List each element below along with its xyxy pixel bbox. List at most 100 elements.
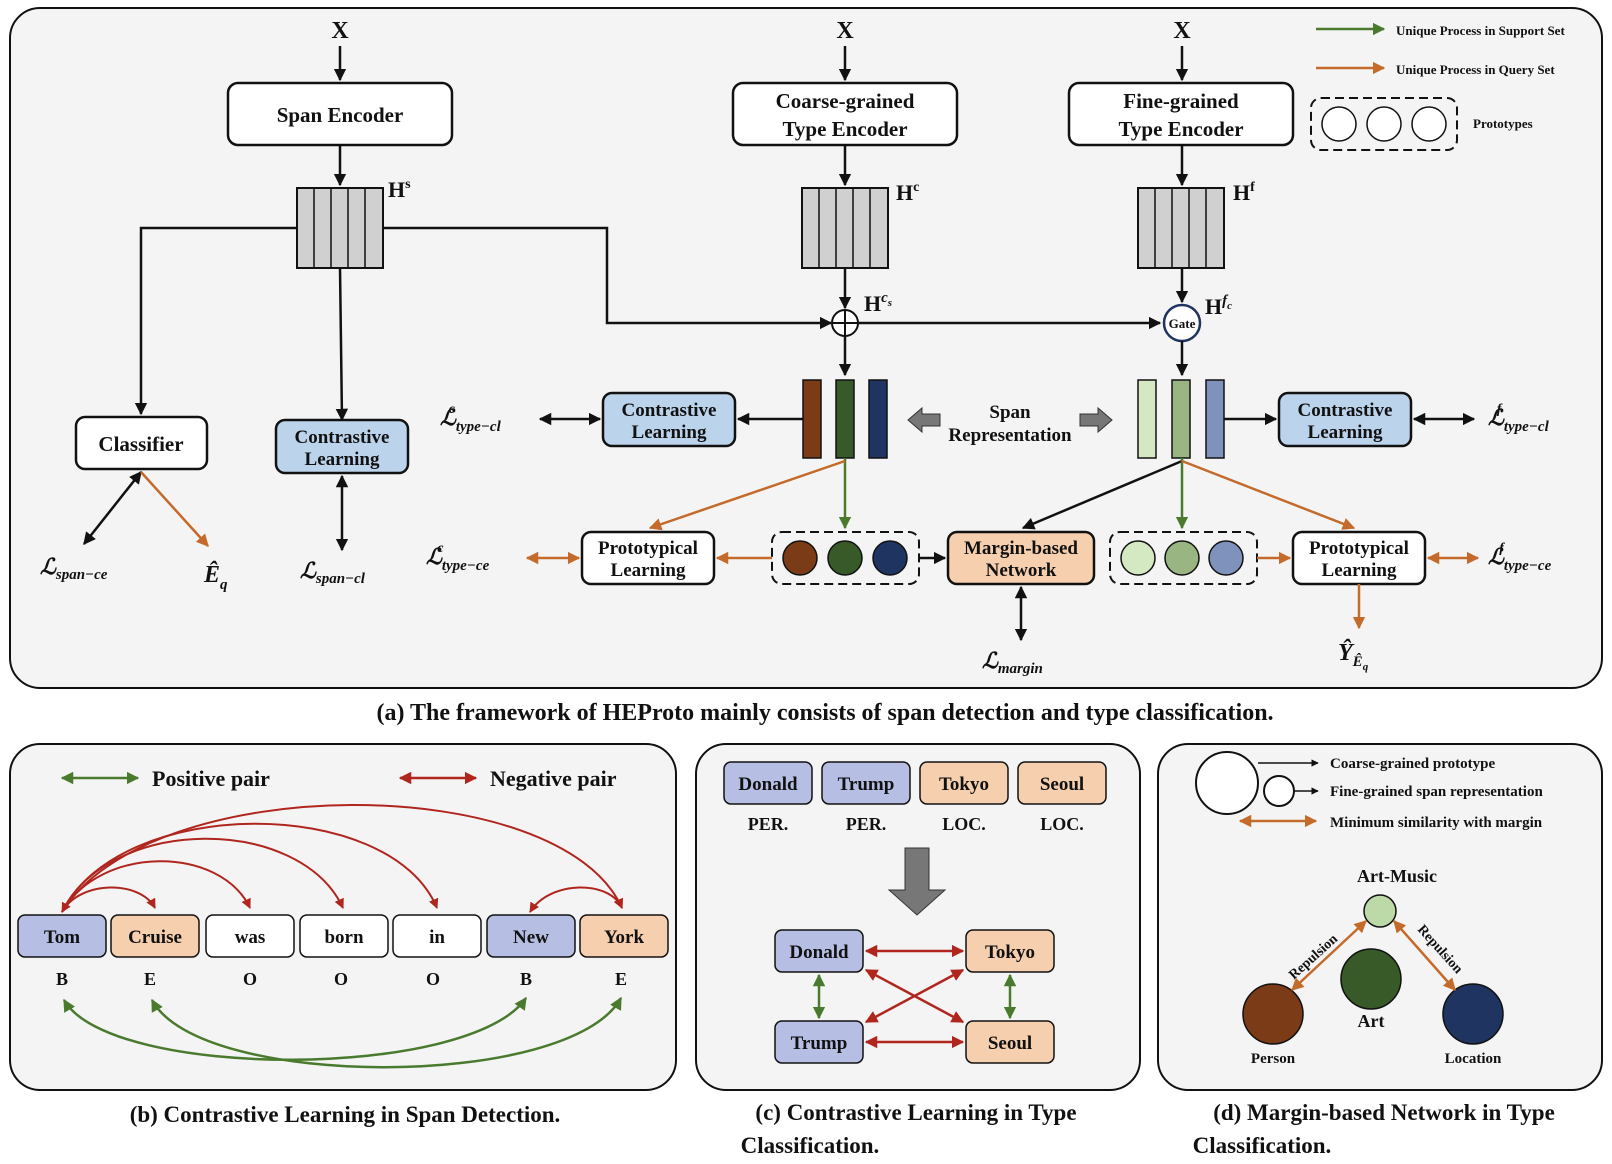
svg-text:Network: Network (986, 560, 1057, 581)
location-label: Location (1445, 1051, 1502, 1067)
svg-text:Tokyo: Tokyo (939, 774, 989, 795)
coarse-span-representation (802, 379, 888, 459)
caption-a: (a) The framework of HEProto mainly cons… (376, 700, 1273, 726)
svg-text:Learning: Learning (611, 560, 686, 581)
panel-c-frame (695, 743, 1141, 1091)
input-x-fine: X (1173, 18, 1191, 44)
coarse-type-encoder: Coarse-grained Type Encoder (731, 81, 959, 147)
token-was: was (205, 914, 295, 958)
token-cruise: Cruise (110, 914, 200, 958)
svg-text:Prototypical: Prototypical (598, 538, 698, 559)
svg-text:Learning: Learning (632, 422, 707, 443)
token-york: York (579, 914, 669, 958)
legend-prototypes: Prototypes (1473, 116, 1533, 131)
svg-text:York: York (604, 927, 645, 948)
svg-text:Fine-grained: Fine-grained (1123, 89, 1239, 113)
input-x-coarse: X (836, 18, 854, 44)
art-node (1340, 948, 1402, 1010)
coarse-prototypes (771, 531, 920, 585)
svg-text:Learning: Learning (1322, 560, 1397, 581)
positive-pair-label: Positive pair (152, 766, 270, 791)
hcs-label: Hcs (864, 290, 892, 316)
tag-row: B E O O O B E (56, 969, 627, 989)
svg-text:PER.: PER. (748, 814, 789, 834)
entity-type-row: PER. PER. LOC. LOC. (748, 814, 1084, 834)
svg-text:Contrastive: Contrastive (295, 427, 390, 448)
legend-margin: Minimum similarity with margin (1330, 815, 1543, 831)
caption-c-line2: Classification. (741, 1133, 880, 1158)
svg-text:Donald: Donald (738, 774, 798, 795)
node-donald: Donald (774, 929, 864, 973)
entity-donald: Donald (723, 761, 813, 805)
legend-fine-span: Fine-grained span representation (1330, 784, 1543, 800)
negative-pair-label: Negative pair (490, 766, 617, 791)
entity-tokyo: Tokyo (919, 761, 1009, 805)
fine-type-encoder: Fine-grained Type Encoder (1067, 81, 1295, 147)
legend-coarse-prototype: Coarse-grained prototype (1330, 756, 1495, 772)
svg-text:Cruise: Cruise (128, 927, 182, 948)
svg-text:born: born (324, 927, 364, 948)
span-contrastive-learning: Contrastive Learning (274, 418, 410, 475)
loss-margin: ℒmargin (982, 648, 1043, 677)
person-label: Person (1251, 1051, 1296, 1067)
fine-span-representation (1137, 379, 1225, 459)
svg-text:LOC.: LOC. (942, 814, 986, 834)
svg-text:Gate: Gate (1169, 316, 1196, 331)
svg-text:Trump: Trump (791, 1033, 848, 1054)
legend-support: Unique Process in Support Set (1396, 23, 1565, 38)
hs-label: Hs (388, 177, 411, 202)
token-row: Tom Cruise was born in New York (17, 914, 669, 958)
gate-node: Gate (1162, 303, 1202, 343)
svg-text:was: was (235, 927, 266, 948)
negative-arcs (61, 804, 624, 913)
entity-seoul: Seoul (1017, 761, 1107, 805)
svg-text:Span: Span (989, 402, 1031, 423)
y-hat-eq: ŶÊq (1338, 639, 1369, 673)
svg-text:Representation: Representation (948, 425, 1072, 446)
svg-text:Seoul: Seoul (988, 1033, 1032, 1054)
loss-span-cl: ℒspan−cl (300, 558, 366, 587)
svg-text:O: O (426, 969, 440, 989)
art-music-label: Art-Music (1357, 866, 1437, 886)
art-label: Art (1358, 1011, 1385, 1031)
caption-d-line1: (d) Margin-based Network in Type (1213, 1100, 1555, 1125)
node-tokyo: Tokyo (965, 929, 1055, 973)
node-trump: Trump (774, 1020, 864, 1064)
svg-text:Donald: Donald (789, 942, 849, 963)
positive-arcs (62, 996, 623, 1069)
person-node (1242, 983, 1304, 1045)
svg-text:Type Encoder: Type Encoder (1118, 117, 1243, 141)
svg-text:Span Encoder: Span Encoder (277, 103, 404, 127)
svg-text:Tom: Tom (44, 927, 80, 948)
hc-label: Hc (896, 180, 919, 205)
caption-d-line2: Classification. (1193, 1133, 1332, 1158)
pair-graph: Donald Tokyo Trump Seoul (774, 929, 1055, 1064)
svg-text:Tokyo: Tokyo (985, 942, 1035, 963)
concat-operator (831, 309, 859, 337)
svg-text:B: B (520, 969, 532, 989)
svg-text:New: New (513, 927, 549, 948)
fine-prototypical-learning: Prototypical Learning (1291, 530, 1427, 586)
hf-matrix (1137, 187, 1225, 269)
svg-text:Classifier: Classifier (98, 432, 183, 456)
svg-text:B: B (56, 969, 68, 989)
node-seoul: Seoul (965, 1020, 1055, 1064)
svg-text:Trump: Trump (838, 774, 895, 795)
span-representation-label: Span Representation (907, 402, 1113, 446)
hc-matrix (801, 187, 889, 269)
hs-matrix (296, 187, 384, 269)
hf-label: Hf (1233, 180, 1255, 205)
legend: Unique Process in Support Set Unique Pro… (1310, 22, 1565, 151)
e-hat-q: Êq (203, 561, 228, 593)
token-born: born (299, 914, 389, 958)
loss-type-cl-fine: ℒtype−clf (1488, 402, 1550, 435)
fine-prototypes (1109, 531, 1258, 585)
svg-text:Coarse-grained: Coarse-grained (776, 89, 915, 113)
svg-text:E: E (615, 969, 627, 989)
svg-text:Seoul: Seoul (1040, 774, 1084, 795)
svg-text:Learning: Learning (305, 449, 380, 470)
input-x-span: X (331, 18, 349, 44)
margin-based-network: Margin-based Network (946, 530, 1096, 586)
classifier: Classifier (74, 415, 209, 471)
token-tom: Tom (17, 914, 107, 958)
